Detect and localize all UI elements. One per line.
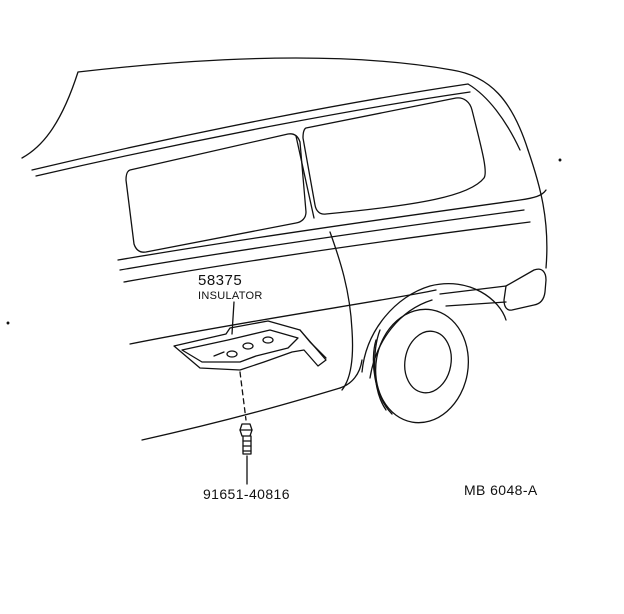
diagram-reference: MB 6048-A xyxy=(464,482,538,498)
insulator-part-number: 58375 xyxy=(198,272,243,289)
stray-dot xyxy=(7,322,9,324)
insulator-part-name: INSULATOR xyxy=(198,290,263,302)
insulator-plate xyxy=(174,321,326,370)
roof-outline xyxy=(22,58,528,176)
belt-lines xyxy=(118,190,546,282)
body-side xyxy=(130,150,547,440)
bolt-part-number: 91651-40816 xyxy=(203,486,290,502)
stray-dot xyxy=(559,159,561,161)
window-front xyxy=(126,134,306,252)
window-rear xyxy=(303,98,485,214)
bolt xyxy=(240,424,252,454)
rear-bumper xyxy=(440,269,546,310)
door-pillar xyxy=(296,136,314,218)
insulator-leader xyxy=(232,302,234,334)
rear-wheel xyxy=(362,284,506,430)
bolt-leader-dashed xyxy=(240,372,246,420)
